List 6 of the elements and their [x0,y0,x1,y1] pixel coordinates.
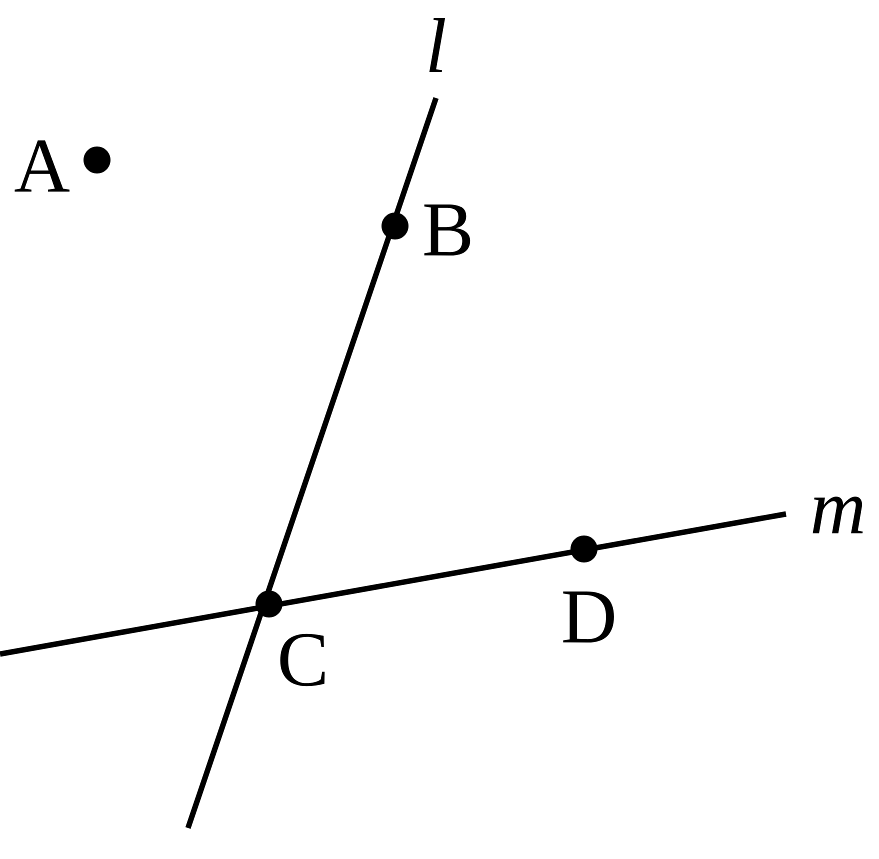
line-label: l [429,18,446,72]
line-label: m [812,496,863,534]
point-label: D [563,591,614,642]
point-label: C [280,634,325,686]
point-label: B [424,204,470,256]
point-label: A [14,140,70,192]
